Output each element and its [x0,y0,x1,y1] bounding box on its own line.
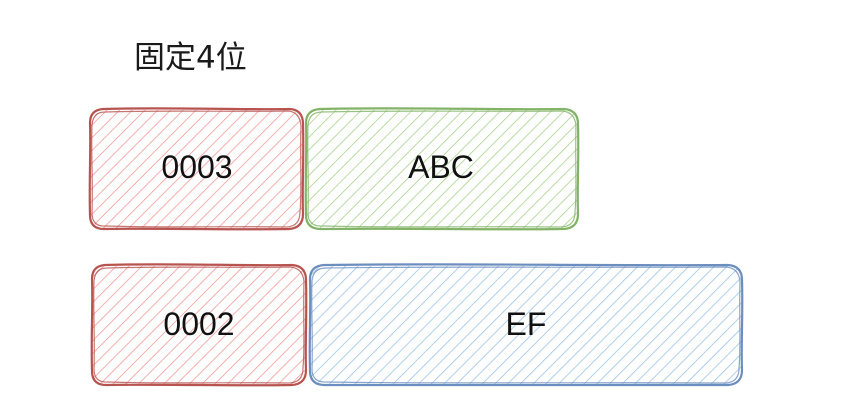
row-2-length-cell: 0002 [90,263,308,387]
row-1-length-label: 0003 [161,149,232,185]
row-2-value-cell: EF [308,263,744,387]
row-2-value-label: EF [506,306,547,342]
row-1-value-label: ABC [408,149,474,185]
row-2-length-label: 0002 [163,306,234,342]
row-1-value-cell: ABC [304,107,580,231]
row-1-length-cell: 0003 [88,107,305,231]
diagram-title: 固定4位 [134,40,247,76]
